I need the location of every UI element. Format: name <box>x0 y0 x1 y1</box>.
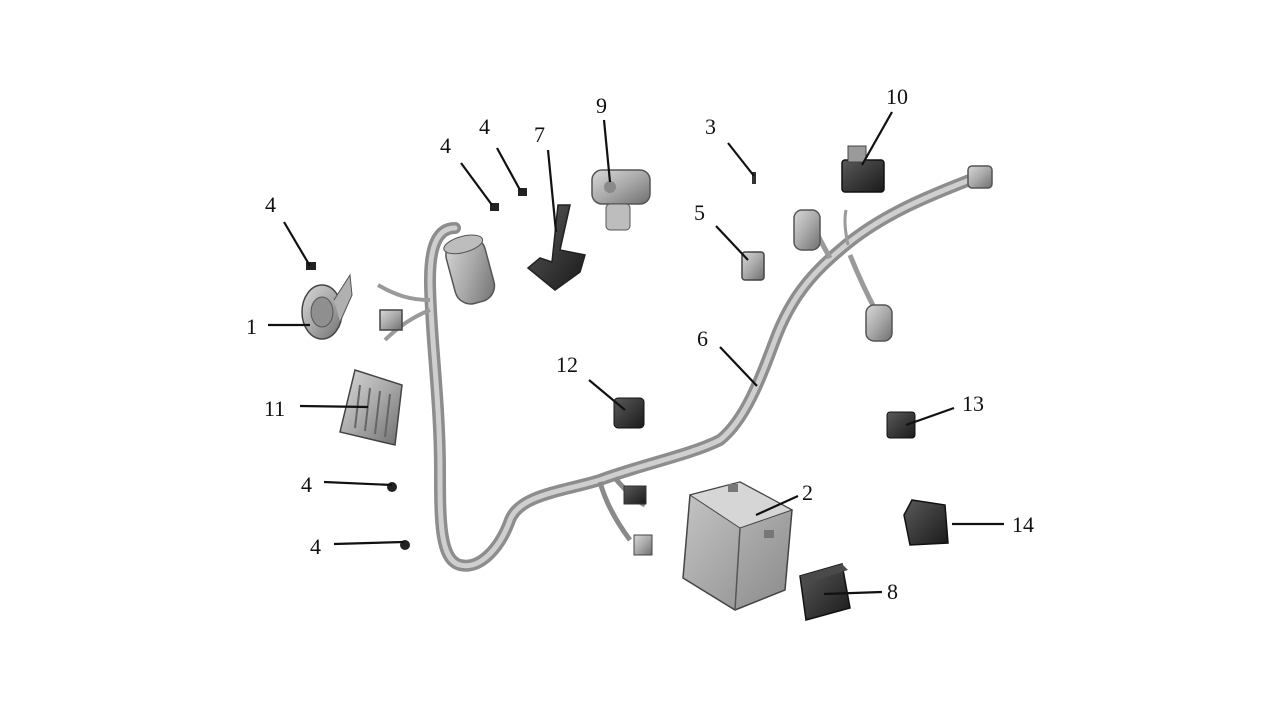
callout-8: 8 <box>887 579 898 604</box>
regulator-part <box>339 369 403 446</box>
callout-11: 11 <box>264 396 285 421</box>
callout-4-horn: 4 <box>265 192 276 217</box>
switch-assembly-part <box>591 169 651 231</box>
battery-part <box>682 481 794 611</box>
callout-labels: 1 2 3 4 4 4 4 4 5 6 7 8 9 10 11 12 13 14 <box>246 84 1034 604</box>
connector-13-part <box>886 411 916 439</box>
bracket-part <box>526 204 586 291</box>
connector-12-part <box>613 397 645 429</box>
callout-10: 10 <box>886 84 908 109</box>
callout-2: 2 <box>802 480 813 505</box>
callout-4-upper-right: 4 <box>479 114 490 139</box>
callout-12: 12 <box>556 352 578 377</box>
callout-14: 14 <box>1012 512 1034 537</box>
horn-part <box>301 273 353 340</box>
callout-7: 7 <box>534 122 545 147</box>
callout-4-lower: 4 <box>301 472 312 497</box>
bolt-parts <box>306 172 756 550</box>
callout-6: 6 <box>697 326 708 351</box>
callout-5: 5 <box>694 200 705 225</box>
relay-part <box>841 145 885 193</box>
callout-4-bottom: 4 <box>310 534 321 559</box>
relay-box-14-part <box>903 499 949 546</box>
callout-3: 3 <box>705 114 716 139</box>
control-box-8-part <box>799 563 851 621</box>
callout-13: 13 <box>962 391 984 416</box>
callout-4-upper-left: 4 <box>440 133 451 158</box>
leader-lines <box>268 111 1004 596</box>
wiring-harness <box>376 165 993 572</box>
callout-9: 9 <box>596 93 607 118</box>
callout-1: 1 <box>246 314 257 339</box>
